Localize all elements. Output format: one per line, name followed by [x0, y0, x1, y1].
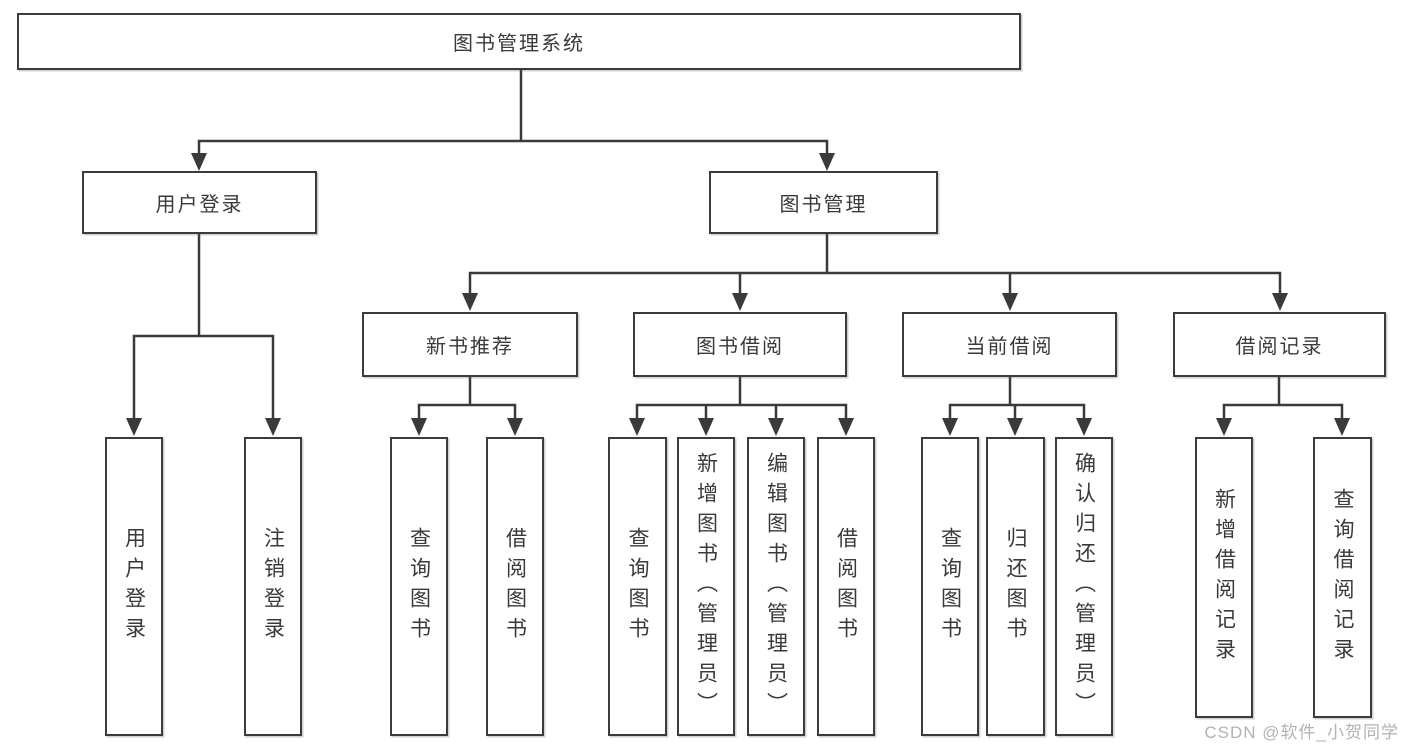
edge-book-mgmt-children	[468, 232, 1282, 296]
arrow-leaf-query-book-3	[942, 418, 958, 436]
arrow-leaf-query-record	[1334, 418, 1350, 436]
edge-current-borrow-children	[948, 375, 1086, 421]
arrow-current-borrow	[1002, 293, 1018, 311]
node-label: 查询图书	[626, 526, 649, 647]
node-label: 查询借阅记录	[1331, 487, 1354, 668]
node-label: 借阅记录	[1235, 336, 1324, 358]
node-leaf-logout: 注销登录	[244, 437, 302, 736]
node-label: 确认归还（管理员）	[1072, 451, 1096, 722]
node-label: 借阅图书	[503, 526, 527, 647]
csdn-watermark: CSDN @软件_小贺同学	[1204, 723, 1399, 742]
node-label: 查询图书	[407, 526, 431, 647]
arrow-book-borrow	[732, 293, 748, 311]
node-leaf-query-borrow-record: 查询借阅记录	[1313, 437, 1372, 718]
node-borrowing-records: 借阅记录	[1173, 312, 1386, 377]
node-library-system: 图书管理系统	[17, 13, 1021, 70]
node-label: 图书管理系统	[453, 33, 585, 55]
node-leaf-edit-book-admin: 编辑图书（管理员）	[747, 437, 805, 736]
arrow-leaf-add-record	[1216, 418, 1232, 436]
node-current-borrowing: 当前借阅	[902, 312, 1117, 377]
node-label: 新书推荐	[426, 336, 514, 358]
node-label: 新增借阅记录	[1212, 487, 1236, 668]
node-user-login: 用户登录	[82, 171, 317, 234]
node-leaf-add-book-admin: 新增图书（管理员）	[677, 437, 735, 736]
edge-root-to-level2	[197, 68, 829, 155]
node-label: 归还图书	[1004, 526, 1027, 647]
node-leaf-add-borrow-record: 新增借阅记录	[1195, 437, 1253, 718]
node-label: 查询图书	[938, 526, 962, 647]
node-book-management: 图书管理	[709, 171, 938, 234]
node-leaf-query-book-1: 查询图书	[390, 437, 448, 736]
node-book-borrowing: 图书借阅	[633, 312, 847, 377]
arrow-leaf-query-book-2	[629, 418, 645, 436]
arrow-leaf-logout	[265, 418, 281, 436]
node-new-book-recommend: 新书推荐	[362, 312, 578, 377]
arrow-leaf-query-book-1	[411, 418, 427, 436]
node-label: 用户登录	[155, 194, 244, 216]
node-leaf-borrow-book-1: 借阅图书	[486, 437, 544, 736]
edge-book-borrow-children	[635, 375, 848, 421]
arrow-new-book	[462, 293, 478, 311]
node-label: 借阅图书	[834, 526, 858, 647]
arrow-leaf-confirm-return	[1076, 418, 1092, 436]
arrow-leaf-edit-book	[768, 418, 784, 436]
arrow-leaf-borrow-book-1	[507, 418, 523, 436]
node-leaf-query-book-2: 查询图书	[608, 437, 667, 736]
edge-new-book-children	[417, 375, 517, 421]
arrow-borrow-record	[1272, 293, 1288, 311]
node-label: 编辑图书（管理员）	[764, 451, 788, 722]
node-leaf-query-book-3: 查询图书	[921, 437, 979, 736]
node-leaf-return-book: 归还图书	[986, 437, 1045, 736]
arrow-leaf-user-login	[126, 418, 142, 436]
arrow-leaf-return-book	[1007, 418, 1023, 436]
node-label: 图书借阅	[696, 336, 784, 358]
node-leaf-confirm-return-admin: 确认归还（管理员）	[1055, 437, 1113, 736]
node-label: 用户登录	[122, 526, 146, 647]
node-label: 注销登录	[261, 526, 285, 647]
node-label: 新增图书（管理员）	[694, 451, 718, 722]
arrow-leaf-borrow-book-2	[838, 418, 854, 436]
arrow-user-login	[191, 153, 207, 171]
node-label: 当前借阅	[965, 336, 1054, 358]
node-label: 图书管理	[779, 194, 868, 216]
edge-user-login-children	[132, 232, 275, 421]
arrow-book-mgmt	[819, 153, 835, 171]
arrow-leaf-add-book	[698, 418, 714, 436]
node-leaf-user-login: 用户登录	[105, 437, 163, 736]
node-leaf-borrow-book-2: 借阅图书	[817, 437, 875, 736]
edge-borrow-record-children	[1222, 375, 1344, 421]
